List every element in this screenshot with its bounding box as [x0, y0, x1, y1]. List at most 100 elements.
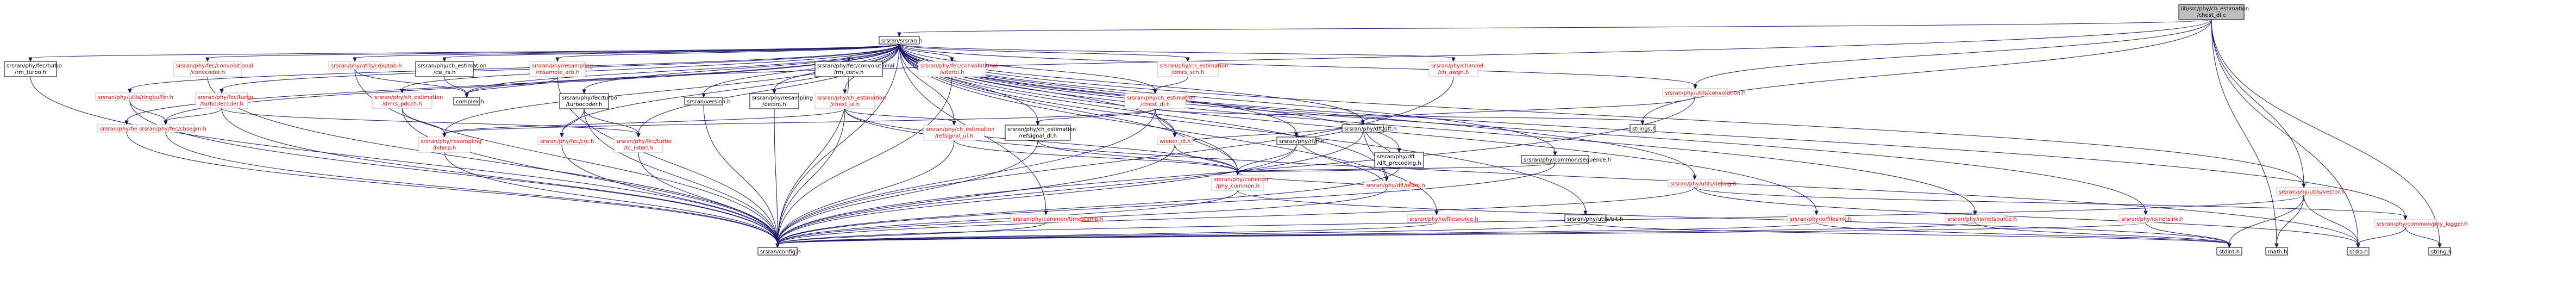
file-node-rlc[interactable]: srsran/phy/rf/rf.h [1276, 137, 1325, 145]
node-box [4, 61, 57, 77]
file-node-conv-rm[interactable]: srsran/phy/fec/convolutional/rm_conv.h [814, 61, 894, 77]
file-node-dft[interactable]: srsran/phy/dft/dft.h [1342, 124, 1397, 133]
file-node-crc[interactable]: srsran/phy/fec/crc.h [537, 137, 594, 145]
file-node-config[interactable]: srsran/config.h [757, 247, 801, 256]
edge-srsran-to-conv_coder [205, 44, 900, 63]
file-node-tc-interl2[interactable]: srsran/phy/fec/turbo/tc_interl.h [613, 137, 672, 153]
file-node-wiener[interactable]: wiener_dl.h [1157, 137, 1193, 145]
node-label-line: /turbodecoder.h [200, 101, 243, 107]
node-box [173, 61, 242, 77]
node-label-line: math.h [2268, 249, 2287, 255]
node-label-line: srsran/phy/utils/ringbuffer.h [98, 95, 173, 101]
file-node-chest-dl[interactable]: srsran/phy/ch_estimation/chest_dl.h [1124, 93, 1195, 109]
node-box [1157, 137, 1193, 145]
node-box [1005, 125, 1071, 141]
node-label-line: srsran/phy/io/netsource.h [1947, 216, 2017, 222]
file-node-io-filesink[interactable]: srsran/phy/io/filesink.h [1787, 214, 1852, 223]
node-label-line: srsran/phy/ch_estimation [926, 127, 994, 133]
file-node-dft-precoding[interactable]: srsran/phy/dft/dft_precoding.h [1374, 152, 1424, 168]
file-node-conv-coder[interactable]: srsran/phy/fec/convolutional/convcoder.h [173, 61, 253, 77]
node-label-line: srsran/phy/resampling [752, 95, 813, 101]
node-box [1428, 61, 1478, 77]
file-node-ch-est-csi[interactable]: srsran/phy/ch_estimation/csi_rs.h [415, 61, 486, 77]
file-node-ringbuffer[interactable]: srsran/phy/utils/ringbuffer.h [95, 92, 173, 101]
file-node-resample-arb[interactable]: srsran/phy/resampling/resample_arb.h [529, 61, 593, 77]
edge-turbodecoder-to-tc_interl2 [221, 108, 641, 138]
file-node-turbo-rm[interactable]: srsran/phy/fec/turbo/rm_turbo.h [4, 61, 62, 77]
file-node-bit[interactable]: srsran/phy/utils/bit.h [1564, 214, 1623, 223]
file-node-turbodecoder[interactable]: srsran/phy/fec/turbo/turbodecoder.h [195, 92, 253, 109]
file-node-refsig-pdcch[interactable]: srsran/phy/ch_estimation/dmrs_pdcch.h [372, 92, 443, 109]
edge-srsran-to-tc_interl [582, 44, 900, 95]
file-node-vector[interactable]: srsran/phy/utils/vector.h [2276, 187, 2345, 196]
edge-refsignal_dl-to-config [775, 140, 1038, 249]
file-node-version[interactable]: srsran/version.h [684, 97, 731, 106]
edge-srsran-to-dmrs_sch [899, 44, 1190, 63]
node-label-line: /refsignal_ul.h [935, 133, 973, 139]
file-node-ch-awgn[interactable]: srsran/phy/channel/ch_awgn.h [1428, 61, 1483, 77]
node-box [2265, 247, 2288, 256]
file-node-conv-viterbi[interactable]: srsran/phy/fec/convolutional/viterbi.h [918, 61, 998, 77]
file-node-mathh[interactable]: math.h [2265, 247, 2288, 256]
file-node-convolution[interactable]: srsran/phy/utils/convolution.h [1662, 88, 1746, 97]
node-label-line: /phy_common.h [1216, 183, 1259, 189]
node-label-line: /interp.h [433, 145, 456, 151]
node-box [2216, 247, 2242, 256]
file-node-phy-common[interactable]: srsran/phy/common/phy_common.h [1211, 175, 1268, 191]
file-node-io-filesource[interactable]: srsran/phy/io/filesource.h [1407, 214, 1478, 223]
edge-chest_ul-to-refsignal_ul [844, 108, 956, 126]
file-node-io-netsink[interactable]: srsran/phy/io/netsink.h [2119, 214, 2184, 223]
edge-bit-to-stdint [1585, 222, 2232, 249]
file-node-debug[interactable]: srsran/phy/utils/debug.h [1668, 179, 1737, 188]
file-node-interp[interactable]: srsran/phy/resampling/interp.h [418, 137, 481, 153]
node-box [559, 93, 609, 109]
file-node-stringh[interactable]: string.h [2428, 247, 2452, 256]
file-node-dmrs-sch[interactable]: srsran/phy/ch_estimation/dmrs_sch.h [1157, 61, 1228, 77]
edge-srsran-to-resample_arb [555, 44, 900, 63]
file-node-sequence[interactable]: srsran/phy/common/sequence.h [1521, 155, 1611, 164]
node-box [918, 61, 986, 77]
file-node-stdio[interactable]: stdio.h [2347, 247, 2370, 256]
node-label-line: /dft_precoding.h [1377, 160, 1421, 166]
node-label-line: /dmrs_pdcch.h [382, 101, 422, 107]
edge-vector-to-mathh [2274, 195, 2304, 249]
node-label-line: /csi_rs.h [434, 70, 456, 76]
node-box [1363, 181, 1410, 189]
node-label-line: srsran/phy/common/phy_logger.h [2377, 221, 2467, 227]
node-label-line: srsran/phy/fec/softbuffer.h [100, 126, 172, 132]
file-node-cexptab[interactable]: srsran/phy/utils/cexptab.h [328, 61, 402, 70]
file-node-strings[interactable]: strings.h [1629, 124, 1656, 133]
file-node-srsran[interactable]: srsran/srsran.h [879, 36, 922, 45]
file-node-refsignal-dl[interactable]: srsran/phy/ch_estimation/refsignal_dl.h [1005, 125, 1076, 141]
file-node-timestamp[interactable]: srsran/phy/common/timestamp.h [1010, 214, 1104, 223]
edge-root-to-complex [465, 19, 2212, 98]
node-label-line: stdio.h [2349, 249, 2368, 255]
file-node-io-netsource[interactable]: srsran/phy/io/netsource.h [1945, 214, 2017, 223]
node-label-line: wiener_dl.h [1159, 139, 1190, 145]
file-node-tcod-gen[interactable]: srsran/phy/fec/cbsegm.h [136, 124, 206, 133]
file-node-chest-ul[interactable]: srsran/phy/ch_estimation/chest_ul.h [814, 93, 886, 109]
node-box [757, 247, 798, 256]
edge-wiener-to-phy_common [1174, 144, 1240, 176]
file-node-stdint[interactable]: stdint.h [2216, 247, 2242, 256]
node-box [195, 92, 248, 109]
file-node-tc-interl[interactable]: srsran/phy/fec/turbo/turbocoder.h [559, 93, 617, 109]
node-box [1945, 214, 2005, 223]
node-label-line: srsran/phy/fec/turbo [7, 63, 62, 69]
edge-turbodecoder-to-tcod_gen [164, 108, 222, 126]
edge-tc_interl-to-tc_interl2 [584, 108, 641, 138]
node-label-line: /resample_arb.h [536, 70, 580, 76]
file-node-ofdm[interactable]: srsran/phy/dft/ofdm.h [1363, 181, 1425, 189]
node-box [814, 61, 883, 77]
node-label-line: complex.h [456, 99, 484, 105]
file-node-phy-logger[interactable]: srsran/phy/common/phy_logger.h [2374, 219, 2467, 228]
node-box [1124, 93, 1186, 109]
file-node-decim[interactable]: srsran/phy/resampling/decim.h [749, 93, 813, 109]
node-box [2119, 214, 2173, 223]
file-node-refsignal-ul[interactable]: srsran/phy/ch_estimation/refsignal_ul.h [923, 125, 994, 141]
file-node-root[interactable]: lib/src/phy/ch_estimation/chest_dl.c [2178, 4, 2249, 20]
file-node-complex[interactable]: complex.h [453, 97, 484, 106]
edge-chest_dl-to-refsignal_dl [1036, 108, 1156, 126]
node-box [613, 137, 663, 153]
node-box [1662, 88, 1728, 97]
